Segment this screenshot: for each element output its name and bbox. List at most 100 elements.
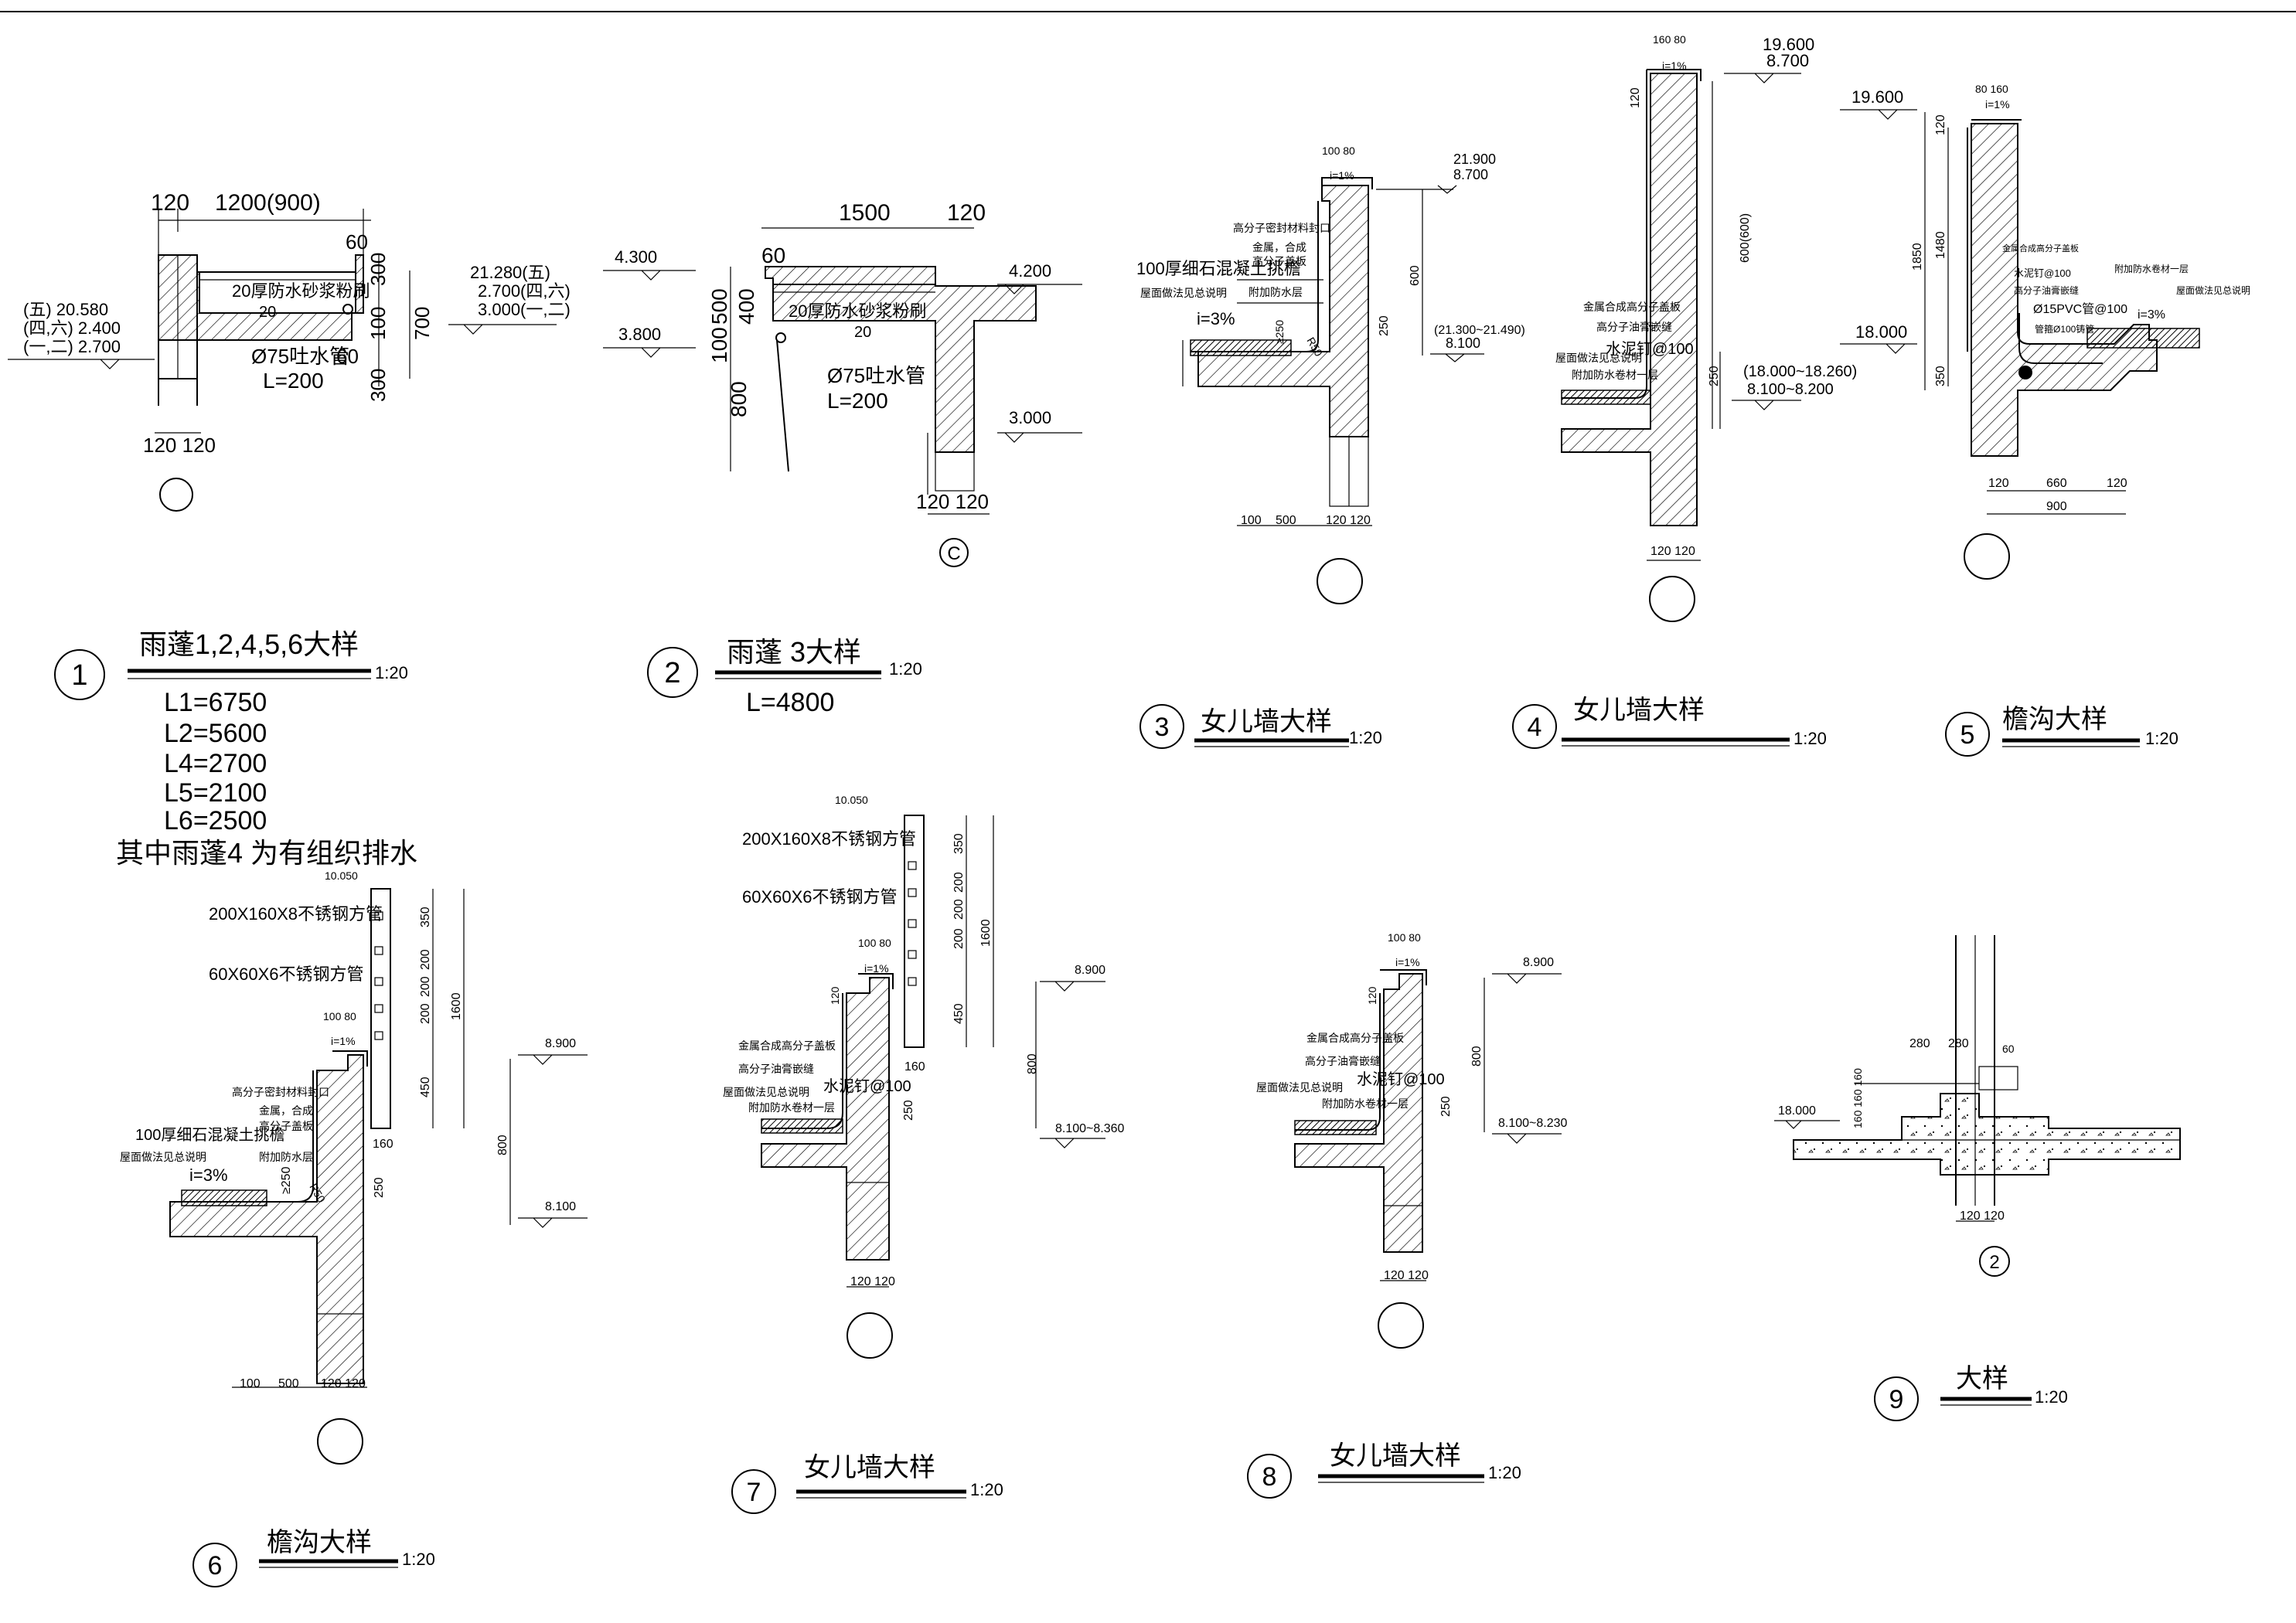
d4-dim-600: 600(600) [1739,213,1752,263]
d3-parapet-wall [1197,185,1369,437]
d1-dim-60b: 60 [336,345,359,368]
d6-note-5: 屋面做法见总说明 [120,1151,206,1163]
d6-steel-2: 60X60X6不锈钢方管 [209,965,364,984]
d9-step-slab [1793,1093,2181,1176]
d1-dim-700: 700 [410,307,434,340]
d8-slope: i=1% [1395,956,1420,968]
d9-axis-label: 2 [1989,1252,1999,1273]
d2-length: L=4800 [746,688,834,717]
d6-dim-200a: 200 [419,949,432,970]
d7-slope: i=1% [864,962,889,975]
d5-title-text: 檐沟大样 [2002,705,2107,734]
d7-parapet-wall [761,977,890,1261]
d4-level-2: 8.700 [1766,51,1809,70]
d2-title-text: 雨蓬 3大样 [727,636,861,668]
d7-dim-350: 350 [952,833,966,854]
d5-title-number: 5 [1960,720,1975,750]
d6-note-4: 100厚细石混凝土挑檐 [135,1126,284,1144]
d8-dim-250: 250 [1439,1096,1453,1117]
d2-axis-label: C [947,543,960,564]
d8-level-2: 8.100~8.230 [1498,1117,1568,1130]
d1-level-right-3: 3.000(一,二) [478,300,571,319]
d6-note-2: 金属，合成 [259,1104,313,1117]
d4-note-2: 高分子油膏嵌缝 [1596,321,1672,333]
d4-parapet-wall [1561,73,1698,526]
d9-dim-280a: 280 [1909,1037,1930,1050]
d2-pipe-label: Ø75吐水管 [827,364,925,387]
detail-8: 100 80 i=1% 120 800 250 金属合成高分子盖板 高分子油膏嵌… [1247,931,1568,1499]
d2-level-2: 3.800 [618,325,661,344]
d3-dim-500: 500 [1276,514,1296,527]
d5-dim-top: 80 160 [1975,83,2008,95]
d7-note-5: 附加防水卷材一层 [748,1101,835,1114]
d2-level-3: 4.200 [1009,261,1051,281]
d2-canopy-slab [765,266,1037,453]
d3-title-text: 女儿墙大样 [1201,707,1332,737]
d5-roof-layer [2086,328,2200,349]
d6-dim-200b: 200 [419,976,432,997]
d2-title-circle [647,647,698,698]
d1-title-number: 1 [71,659,87,692]
d4-dim-top: 160 80 [1653,33,1686,46]
d8-parapet-wall [1294,973,1423,1253]
d7-note-2: 高分子油膏嵌缝 [738,1063,814,1075]
d6-steel-1: 200X160X8不锈钢方管 [209,904,383,924]
d7-level-3: 8.100~8.360 [1055,1122,1125,1135]
d7-dim-200b: 200 [952,899,966,920]
d6-dim-350: 350 [419,907,432,927]
d3-note-1: 高分子密封材料封口 [1233,222,1330,234]
d8-note-1: 金属合成高分子盖板 [1306,1032,1404,1044]
d8-title-circle [1247,1454,1292,1499]
d3-slope: i=1% [1330,169,1354,182]
d6-level-1: 10.050 [325,869,358,882]
d1-layer-thk: 20 [259,304,276,321]
d7-title-circle [731,1469,776,1514]
d7-title-text: 女儿墙大样 [804,1453,935,1482]
d6-axis-bubble [317,1418,363,1465]
detail-6: 200X160X8不锈钢方管 60X60X6不锈钢方管 10.050 350 2… [120,869,588,1587]
d4-axis-bubble [1649,576,1695,622]
d3-level-2: 8.700 [1453,167,1488,182]
d2-title-scale: 1:20 [889,659,922,679]
d1-dim-60a: 60 [346,230,368,253]
d2-dim-1500: 1500 [839,200,891,226]
d9-level-1: 18.000 [1778,1104,1816,1118]
d5-note-5: 管箍Ø100铸管 [2035,323,2094,335]
d6-dim-r250: ≥250 [280,1166,293,1194]
d1-dim-bottom: 120 120 [143,434,216,457]
d5-dim-350: 350 [1934,366,1947,386]
d6-note-1: 高分子密封材料封口 [232,1086,329,1098]
d9-dim-bottom: 120 120 [1960,1210,2005,1223]
d5-note-6: 附加防水卷材一层 [2114,263,2189,274]
d8-title-text: 女儿墙大样 [1330,1441,1461,1471]
d5-dim-1850: 1850 [1911,243,1924,270]
d6-dim-160: 160 [373,1138,393,1151]
detail-5: 80 160 i=1% 120 1480 1850 350 120 660 12… [1840,83,2250,757]
d1-level-left-1: (五) 20.580 [23,300,108,319]
d2-pipe-length: L=200 [827,389,888,413]
d2-dim-120: 120 [947,200,986,226]
d2-dim-bottom: 120 120 [916,490,989,513]
d2-dim-100: 100 [707,327,731,363]
d4-note-1: 金属合成高分子盖板 [1583,301,1681,313]
d3-dim-100: 100 [1241,514,1262,527]
d6-slope: i=1% [331,1035,356,1047]
d9-axis-bubble [1979,1246,2010,1277]
d7-steel-post [904,815,925,1048]
d1-dim-300b: 300 [366,369,390,402]
d4-title-scale: 1:20 [1794,729,1827,748]
d3-title-scale: 1:20 [1349,728,1382,747]
d1-level-left-2: (四,六) 2.400 [23,318,121,338]
d2-dim-800: 800 [727,381,751,417]
d6-waterproof-layer [181,1189,267,1206]
d4-dim-250: 250 [1708,366,1721,386]
d9-dim-60: 60 [2002,1043,2015,1055]
d7-dim-1600: 1600 [979,919,993,947]
d1-length-4: L4=2700 [164,749,267,778]
d5-dim-b120a: 120 [1988,477,2009,490]
d3-level-3: (21.300~21.490) [1434,324,1525,337]
d7-note-1: 金属合成高分子盖板 [738,1039,836,1052]
d7-title-number: 7 [747,1478,761,1507]
d6-dim-top: 100 80 [323,1010,356,1022]
d4-slope: i=1% [1662,60,1687,72]
